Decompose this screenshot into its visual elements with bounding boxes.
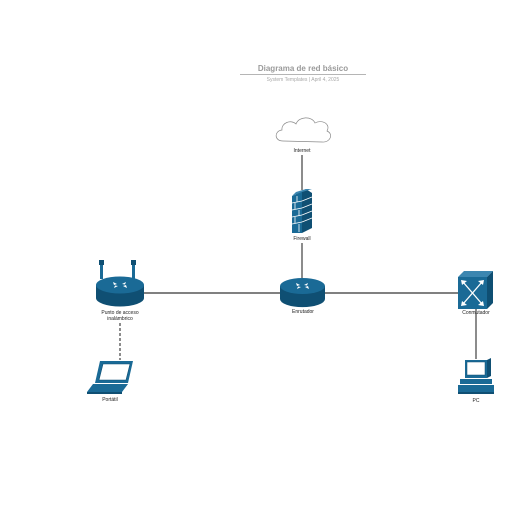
cloud-icon[interactable] bbox=[275, 117, 331, 143]
laptop-icon[interactable] bbox=[87, 361, 133, 394]
firewall-icon[interactable] bbox=[291, 189, 313, 233]
diagram-title: Diagrama de red básico bbox=[257, 64, 349, 73]
router-label: Enrutador bbox=[292, 309, 314, 315]
title-rule bbox=[240, 74, 366, 75]
connections bbox=[119, 155, 477, 360]
firewall-label: Firewall bbox=[293, 236, 311, 242]
access-point-label: Punto de acceso inalámbrico bbox=[101, 310, 139, 322]
laptop-label: Portátil bbox=[102, 397, 118, 403]
switch-label: Conmutador bbox=[462, 310, 490, 316]
pc-label: PC bbox=[472, 398, 480, 404]
router-icon[interactable] bbox=[280, 278, 325, 308]
pc-icon[interactable] bbox=[458, 358, 494, 394]
internet-label: Internet bbox=[293, 148, 311, 154]
switch-icon[interactable] bbox=[458, 271, 493, 309]
wireless-access-point-icon[interactable] bbox=[96, 260, 144, 307]
diagram-subtitle: System Templates | April 4, 2025 bbox=[266, 77, 340, 83]
